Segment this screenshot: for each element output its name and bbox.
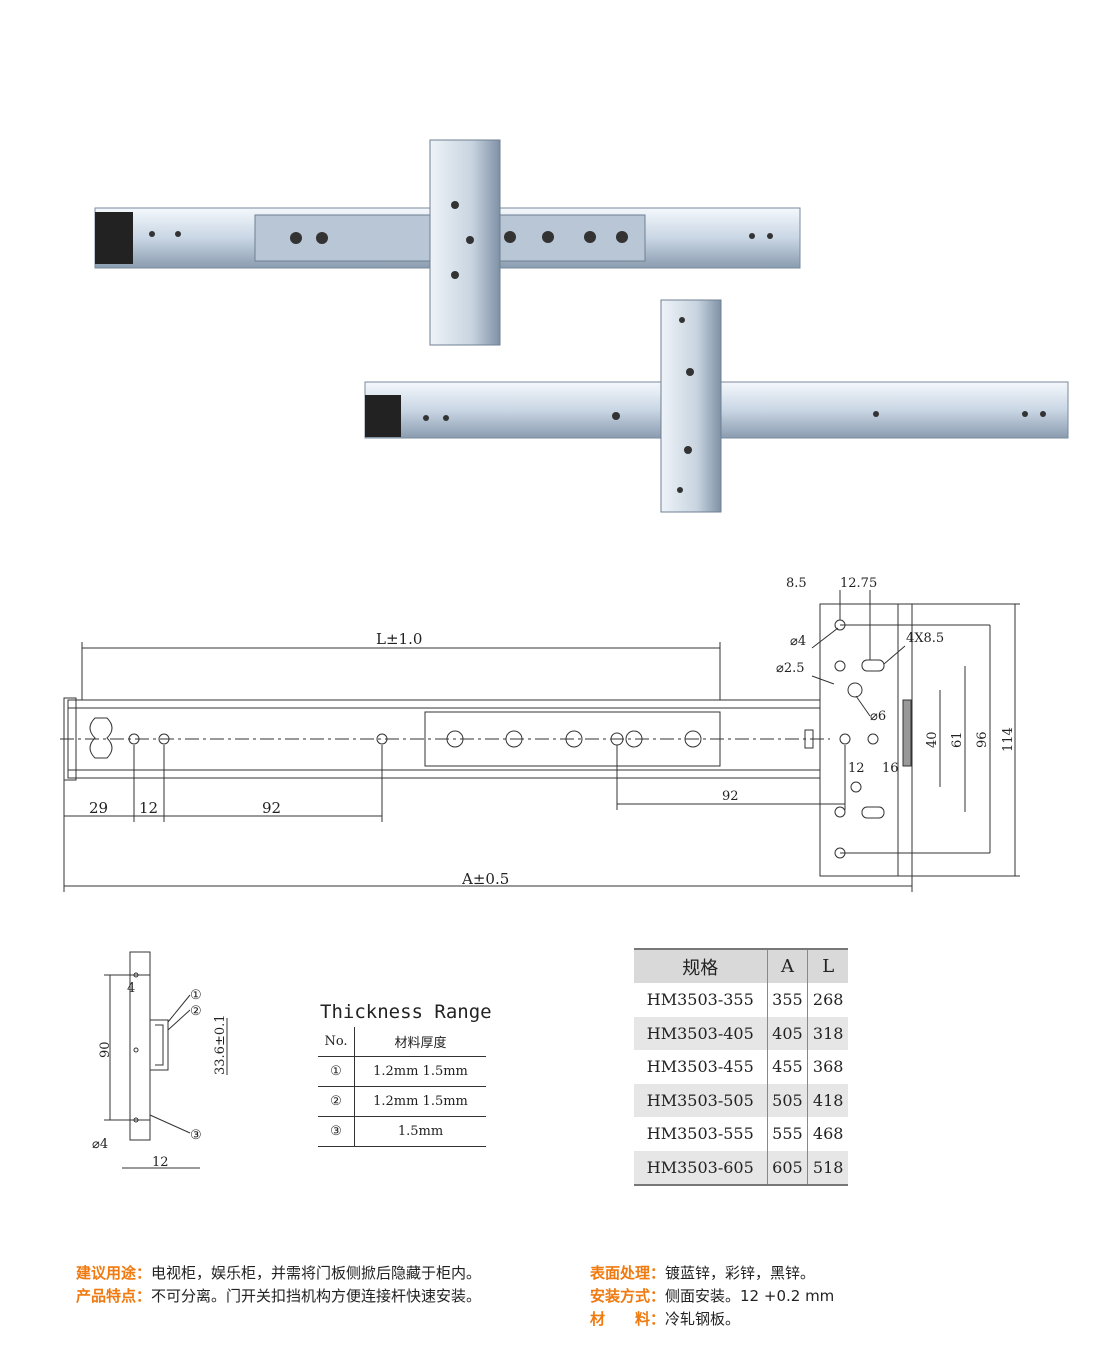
- dim-96: 96: [975, 731, 990, 748]
- cell: 555: [766, 1117, 808, 1151]
- cell: HM3503-405: [634, 1016, 768, 1050]
- cell: 605: [766, 1150, 808, 1186]
- note-text: 侧面安装。12 +0.2 mm: [665, 1287, 835, 1305]
- header-A: A: [766, 948, 808, 983]
- cell: 355: [766, 983, 808, 1017]
- dim-12-75: 12.75: [840, 576, 877, 591]
- slide-photo-closed: [364, 299, 1069, 513]
- dim-slots: 4X8.5: [906, 631, 944, 646]
- sec-dim-33-6: 33.6±0.1: [213, 1014, 228, 1075]
- callout-3: ③: [190, 1128, 202, 1143]
- dim-L: L±1.0: [376, 630, 422, 648]
- thickness-range-title: Thickness Range: [320, 1001, 492, 1023]
- dim-61: 61: [950, 731, 965, 748]
- note-text: 电视柜，娱乐柜，并需将门板侧掀后隐藏于柜内。: [151, 1264, 482, 1282]
- cell: ②: [318, 1086, 355, 1117]
- callout-1: ①: [190, 988, 202, 1003]
- note-features: 产品特点：不可分离。门开关扣挡机构方便连接杆快速安装。: [76, 1285, 481, 1308]
- note-material: 材 料：冷轧钢板。: [590, 1308, 834, 1331]
- dim-114: 114: [1001, 727, 1016, 752]
- cell: ③: [318, 1116, 355, 1147]
- notes-right: 表面处理：镀蓝锌，彩锌，黑锌。 安装方式：侧面安装。12 +0.2 mm 材 料…: [590, 1262, 834, 1331]
- dim-92-b: 92: [722, 789, 739, 804]
- cell: 1.5mm: [354, 1116, 486, 1147]
- cell: ①: [318, 1056, 355, 1087]
- dim-phi6: ⌀6: [870, 709, 886, 724]
- note-label: 材 料：: [590, 1310, 666, 1328]
- sec-dim-90: 90: [98, 1041, 113, 1058]
- cross-section-drawing: [104, 951, 228, 1169]
- note-install: 安装方式：侧面安装。12 +0.2 mm: [590, 1285, 834, 1308]
- note-label: 表面处理：: [590, 1264, 666, 1282]
- cell: HM3503-605: [634, 1150, 768, 1186]
- note-text: 镀蓝锌，彩锌，黑锌。: [665, 1264, 816, 1282]
- dim-phi4: ⌀4: [790, 634, 806, 649]
- cell: 518: [807, 1150, 848, 1186]
- note-label: 建议用途：: [76, 1264, 152, 1282]
- dim-16: 16: [882, 761, 899, 776]
- cell: 418: [807, 1083, 848, 1117]
- header-L: L: [807, 948, 848, 983]
- dim-12: 12: [139, 799, 158, 817]
- cell: HM3503-505: [634, 1083, 768, 1117]
- note-label: 产品特点：: [76, 1287, 152, 1305]
- cross-section-labels: 4 90 ⌀4 12 33.6±0.1 ① ② ③: [92, 981, 228, 1170]
- header-model: 规格: [634, 948, 768, 983]
- sec-dim-phi4: ⌀4: [92, 1137, 108, 1152]
- cell: HM3503-355: [646, 990, 754, 1010]
- slide-photo-extended: [94, 139, 801, 346]
- cell: 318: [807, 1016, 848, 1050]
- header-no: No.: [318, 1027, 355, 1057]
- note-surface: 表面处理：镀蓝锌，彩锌，黑锌。: [590, 1262, 834, 1285]
- cell: HM3503-555: [646, 1124, 754, 1144]
- sec-dim-12: 12: [152, 1155, 169, 1170]
- note-text: 不可分离。门开关扣挡机构方便连接杆快速安装。: [151, 1287, 482, 1305]
- cell: 405: [766, 1016, 808, 1050]
- sec-dim-4: 4: [127, 981, 135, 996]
- table-row: No.材料厚度: [318, 1027, 486, 1057]
- callout-2: ②: [190, 1004, 202, 1019]
- dim-phi2-5: ⌀2.5: [776, 661, 805, 676]
- cell: 505: [766, 1083, 808, 1117]
- dim-8-5: 8.5: [786, 576, 807, 591]
- cell: 268: [807, 983, 848, 1017]
- cell: HM3503-455: [646, 1057, 754, 1077]
- dim-40: 40: [925, 731, 940, 748]
- cell: 455: [766, 1050, 808, 1084]
- technical-drawing: [60, 590, 1020, 892]
- header-thickness: 材料厚度: [354, 1027, 486, 1057]
- dim-12-b: 12: [848, 761, 865, 776]
- cell: 368: [807, 1050, 848, 1084]
- cell: 1.2mm 1.5mm: [354, 1086, 486, 1117]
- dim-A: A±0.5: [461, 870, 509, 888]
- note-label: 安装方式：: [590, 1287, 666, 1305]
- notes-left: 建议用途：电视柜，娱乐柜，并需将门板侧掀后隐藏于柜内。 产品特点：不可分离。门开…: [76, 1262, 481, 1308]
- cell: 1.2mm 1.5mm: [354, 1056, 486, 1087]
- note-text: 冷轧钢板。: [665, 1310, 741, 1328]
- cell: 468: [807, 1117, 848, 1151]
- dim-29: 29: [89, 799, 108, 817]
- note-usage: 建议用途：电视柜，娱乐柜，并需将门板侧掀后隐藏于柜内。: [76, 1262, 481, 1285]
- dim-92: 92: [262, 799, 281, 817]
- dimension-labels: L±1.0 A±0.5 29 12 92 92 8.5 12.75 ⌀4 ⌀2.…: [89, 576, 1016, 888]
